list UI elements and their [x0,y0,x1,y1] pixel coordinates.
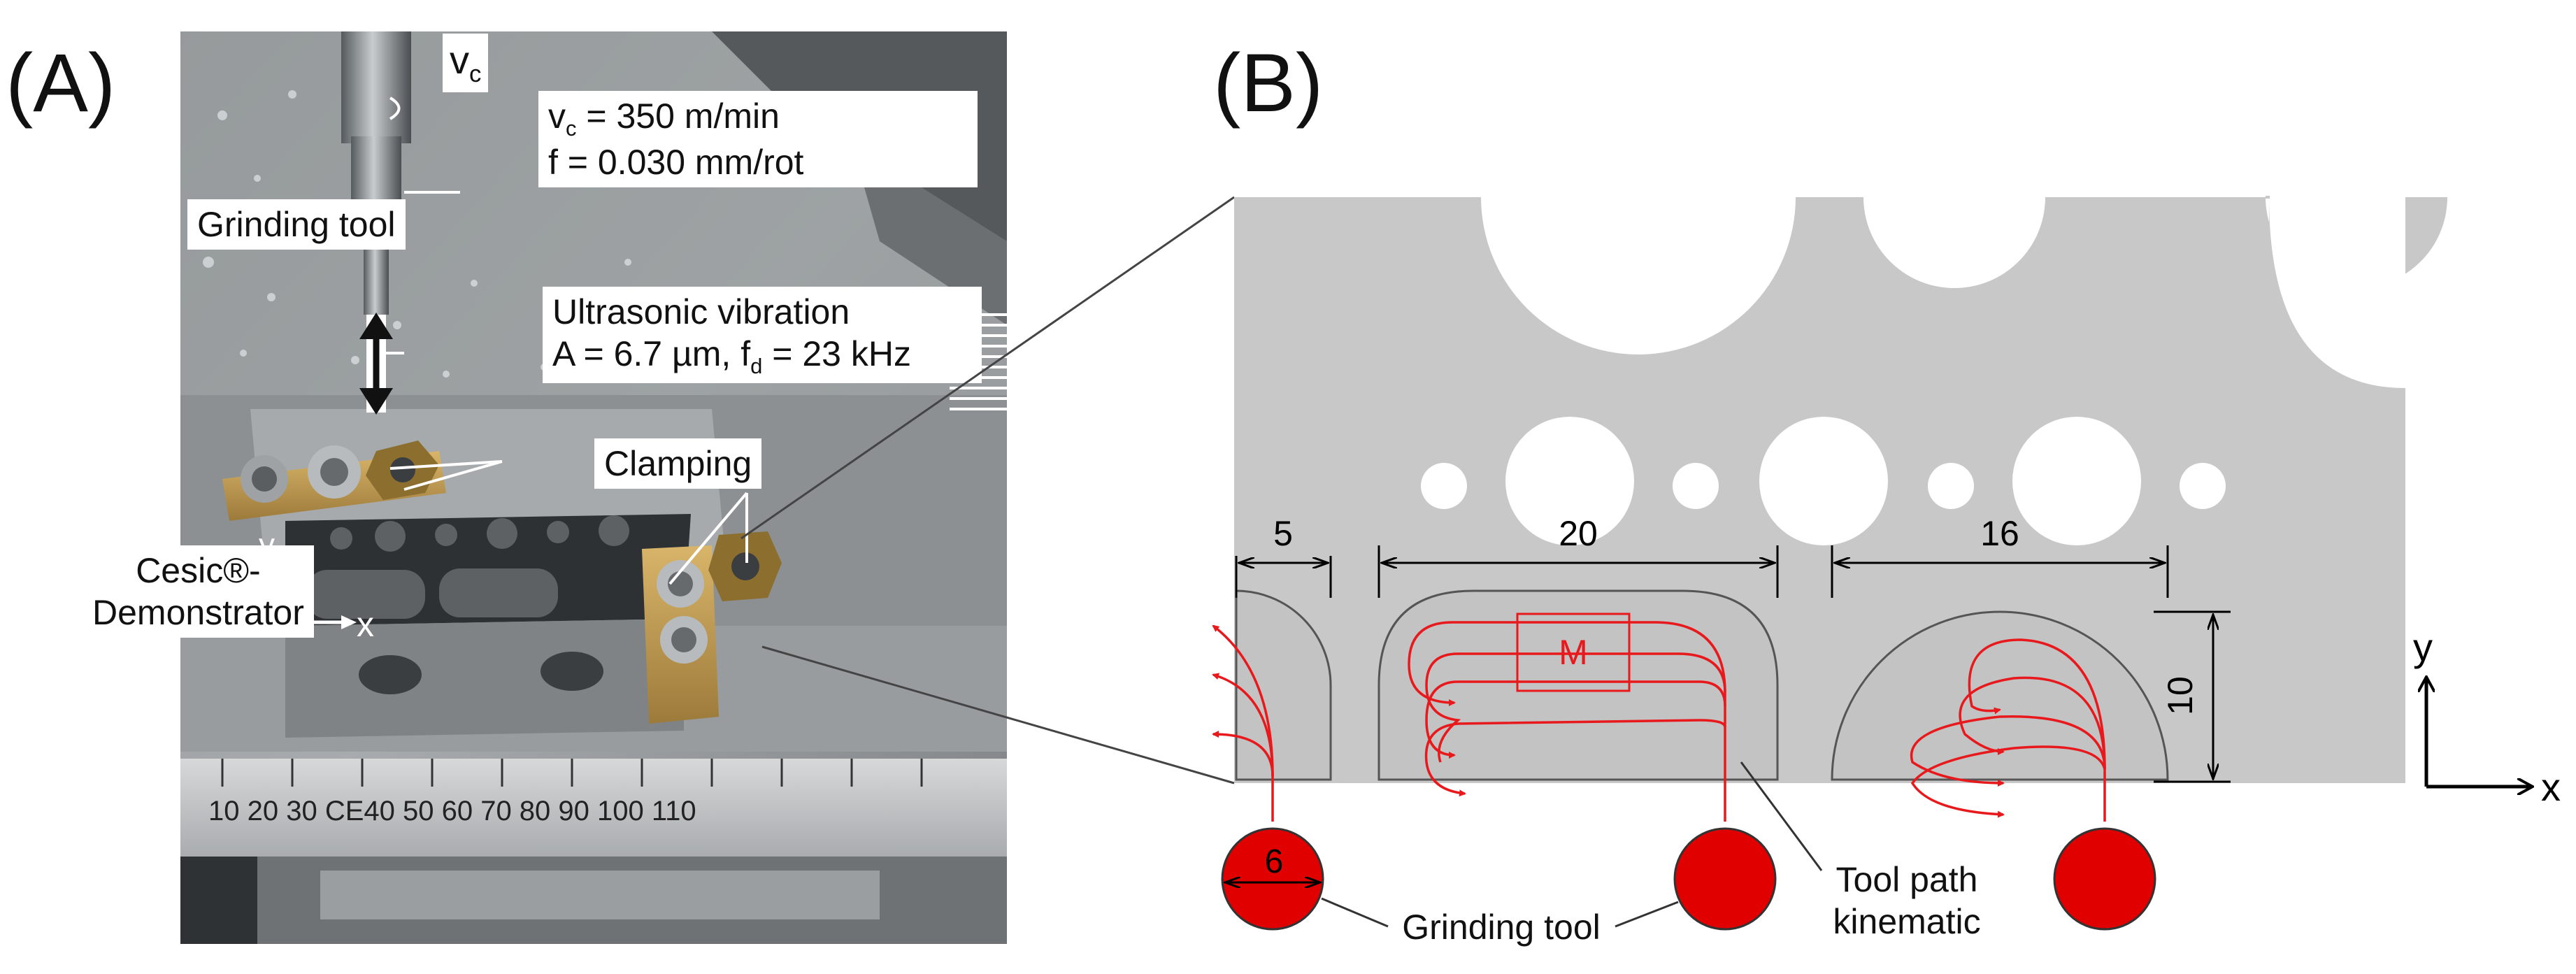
dim-20: 20 [1559,514,1598,553]
vibration-arrow [359,313,393,415]
ultrasonic-amplitude: A = 6.7 µm, f [552,334,751,373]
grinding-tool-label-b: Grinding tool [1402,908,1601,947]
vc-label-box: vc [443,34,489,92]
dim-10: 10 [2161,676,2200,715]
demonstrator-label: Cesic®- Demonstrator [83,545,314,638]
spindle [341,31,411,143]
hole-row [1421,417,2226,545]
marker-m: M [1559,633,1588,672]
cutting-parameters-box: vc = 350 m/min f = 0.030 mm/rot [538,91,978,188]
vc-symbol: v [450,38,469,82]
ultrasonic-box: Ultrasonic vibration A = 6.7 µm, fd = 23… [543,287,982,384]
param-vc-subscript: c [566,116,577,141]
pocket-left [1235,589,1332,781]
tool-right [2053,827,2156,931]
ultrasonic-frequency: = 23 kHz [762,334,911,373]
grinding-tool-label-a: Grinding tool [187,199,406,250]
photo-axis-x: x [357,605,374,644]
dim-16: 16 [1980,514,2019,553]
panel-b-label: (B) [1213,37,1324,129]
ultrasonic-freq-subscript: d [750,354,763,378]
axis-y-label: y [2413,625,2433,669]
zoom-line-top [740,196,1235,540]
panel-a-label: (A) [6,37,116,129]
ultrasonic-title: Ultrasonic vibration [552,292,850,331]
clamping-label: Clamping [594,438,762,489]
demonstrator-label-line2: Demonstrator [92,593,304,632]
axis-x-label: x [2541,765,2561,809]
ruler-text: 10 20 30 CE40 50 60 70 80 90 100 110 [208,796,696,826]
tool-middle [1673,827,1777,931]
pocket-right [1831,610,2169,781]
demonstrator-label-line1: Cesic®- [136,551,261,590]
tool-diameter: 6 [1265,843,1284,880]
pocket-middle [1378,589,1779,781]
param-feed: f = 0.030 mm/rot [548,143,804,182]
vc-subscript: c [469,61,482,88]
ruler [180,759,1007,857]
param-vc-symbol: v [548,96,566,136]
tool-path-label-line2: kinematic [1833,902,1980,941]
dim-5: 5 [1273,514,1293,553]
marker-box [1516,613,1631,692]
zoom-line-bottom [761,645,1235,785]
param-vc-value: = 350 m/min [576,96,780,136]
tool-path-label-line1: Tool path [1836,860,1978,899]
